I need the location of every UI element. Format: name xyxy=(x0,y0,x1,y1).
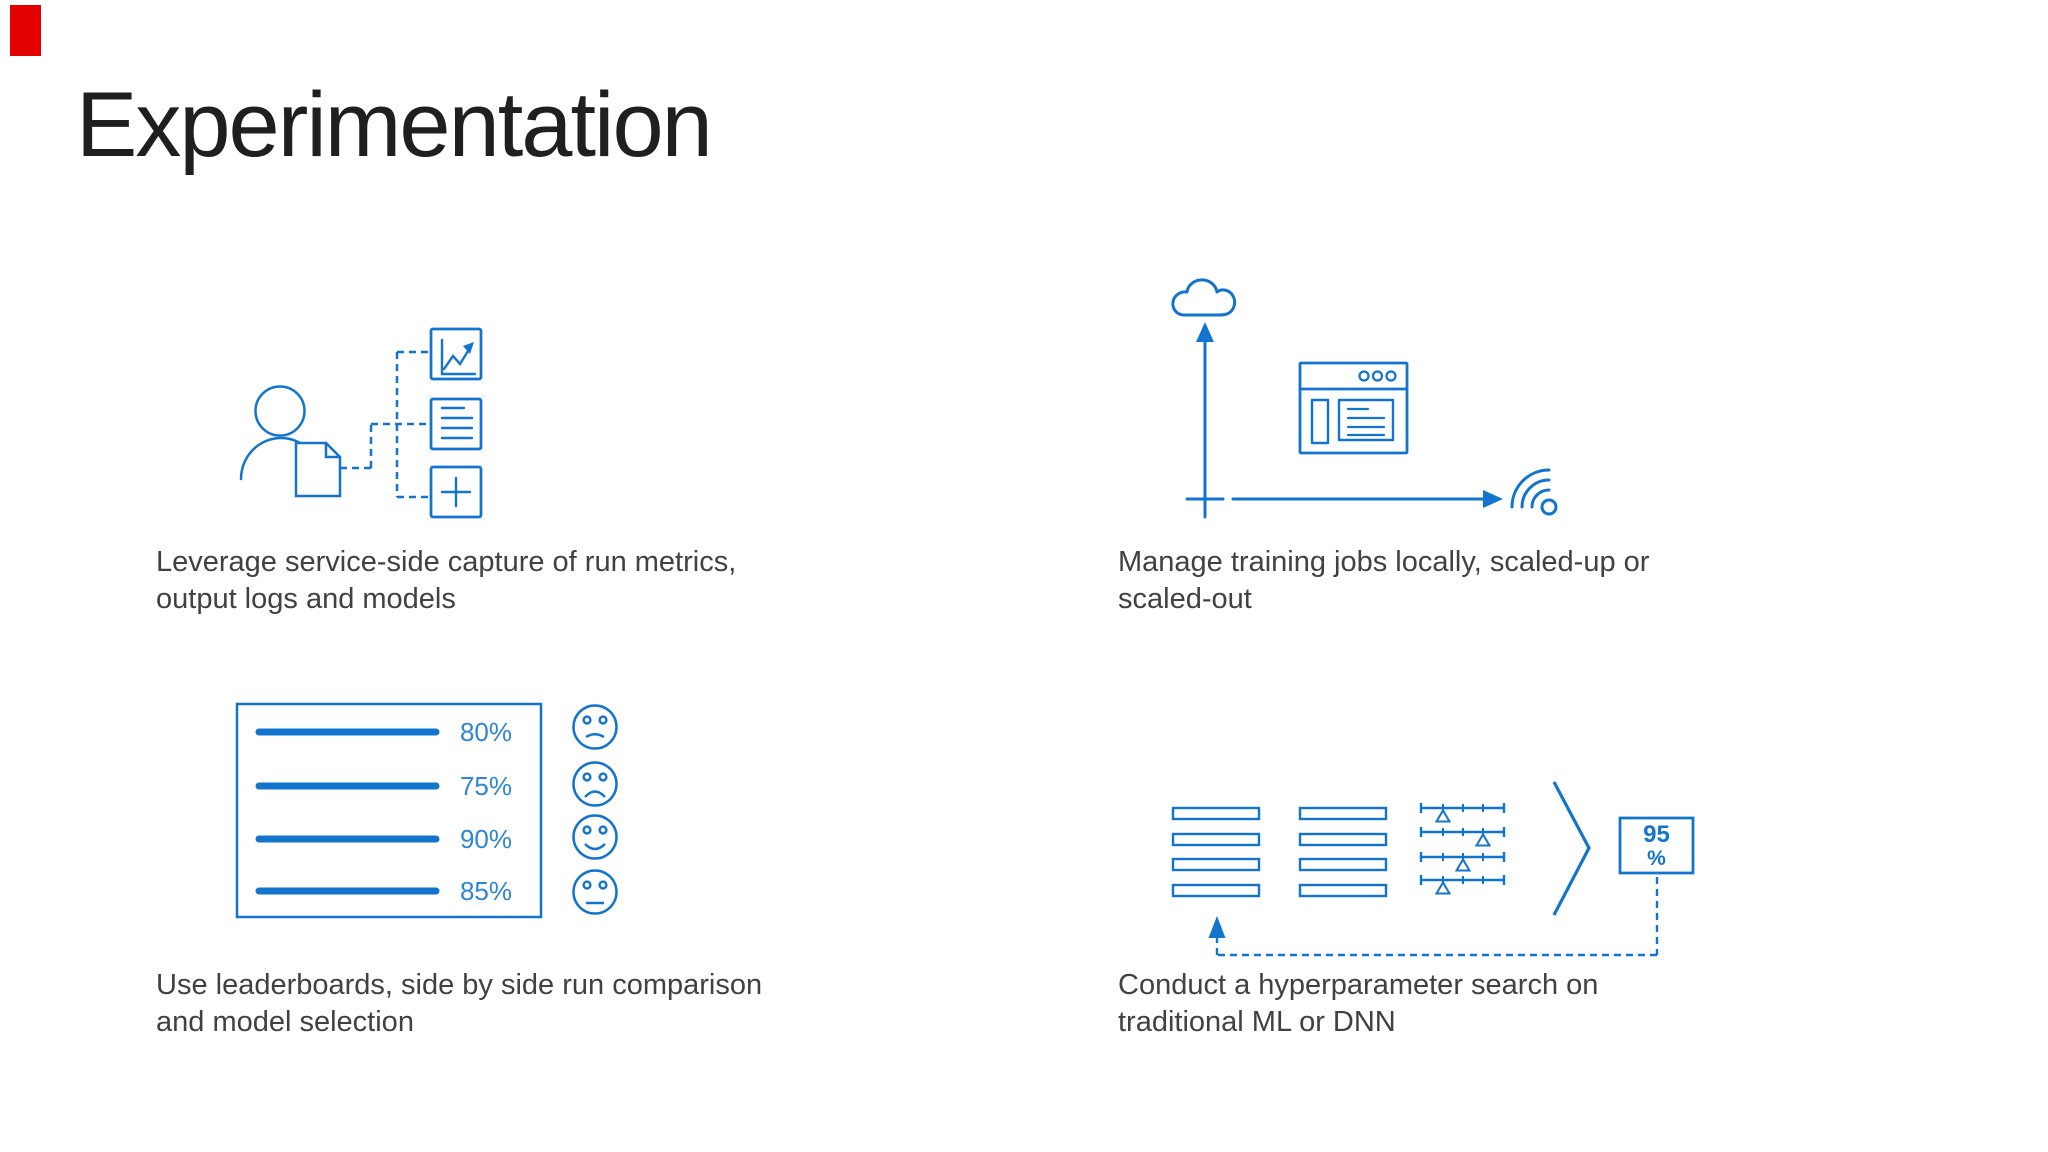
up-arrowhead xyxy=(1196,322,1214,342)
chevron-right-icon xyxy=(1552,781,1591,916)
trend-line xyxy=(442,349,470,371)
caption-line: scaled-out xyxy=(1118,583,1252,615)
plus-icon xyxy=(440,476,472,508)
right-arrowhead xyxy=(1483,490,1503,508)
caption-leaderboards: Use leaderboards, side by side run compa… xyxy=(156,967,762,1041)
document-icon xyxy=(294,441,342,498)
result-percent: 95 % xyxy=(1620,822,1693,870)
caption-line: traditional ML or DNN xyxy=(1118,1006,1396,1038)
caption-line: Leverage service-side capture of run met… xyxy=(156,546,737,578)
leaderboard-smileys-icon xyxy=(235,702,618,919)
person-document-outputs-icon xyxy=(239,327,483,519)
caption-line: Conduct a hyperparameter search on xyxy=(1118,969,1599,1001)
plus-origin-icon xyxy=(1185,479,1225,519)
smiley-happy-icon xyxy=(572,814,618,860)
person-head xyxy=(254,385,306,437)
result-box xyxy=(1618,816,1695,875)
leaderboard-box xyxy=(235,702,543,919)
metrics-chart-box xyxy=(429,327,483,381)
leaderboard-percent: 75% xyxy=(459,771,512,801)
caption-line: output logs and models xyxy=(156,583,456,615)
cloud-local-scale-icon xyxy=(1171,278,1558,519)
caption-training-jobs: Manage training jobs locally, scaled-up … xyxy=(1118,544,1649,618)
leaderboard-bars xyxy=(255,728,440,895)
parameter-sliders xyxy=(1419,803,1506,895)
caption-hyperparameter: Conduct a hyperparameter search on tradi… xyxy=(1118,967,1598,1041)
feedback-arrowhead xyxy=(1208,916,1226,938)
logs-box xyxy=(429,397,483,451)
chart-axes xyxy=(440,338,477,376)
leaderboard-percent: 80% xyxy=(459,717,512,747)
caption-line: Use leaderboards, side by side run compa… xyxy=(156,969,763,1001)
hyperparameter-search-icon xyxy=(1171,781,1695,957)
caption-run-capture: Leverage service-side capture of run met… xyxy=(156,544,736,618)
browser-window-icon xyxy=(1298,361,1409,455)
data-batch-2 xyxy=(1298,806,1388,898)
smiley-sad-icon xyxy=(572,761,618,807)
cloud-icon xyxy=(1171,278,1237,317)
smiley-neutral-icon xyxy=(572,869,618,915)
caption-line: Manage training jobs locally, scaled-up … xyxy=(1118,546,1650,578)
feedback-loop-dashed xyxy=(1215,877,1659,957)
slide-title: Experimentation xyxy=(76,74,713,176)
dashed-connectors xyxy=(340,350,431,499)
data-batch-1 xyxy=(1171,806,1261,898)
red-annotation-marker xyxy=(10,5,41,56)
log-lines xyxy=(440,406,474,440)
trend-arrowhead xyxy=(463,342,474,354)
wifi-icon xyxy=(1510,468,1558,516)
leaderboard-percent: 85% xyxy=(459,876,512,906)
smiley-meh-icon xyxy=(572,704,618,750)
result-value: 95 xyxy=(1643,821,1670,848)
result-unit: % xyxy=(1647,847,1666,870)
caption-line: and model selection xyxy=(156,1006,414,1038)
leaderboard-percent: 90% xyxy=(459,824,512,854)
